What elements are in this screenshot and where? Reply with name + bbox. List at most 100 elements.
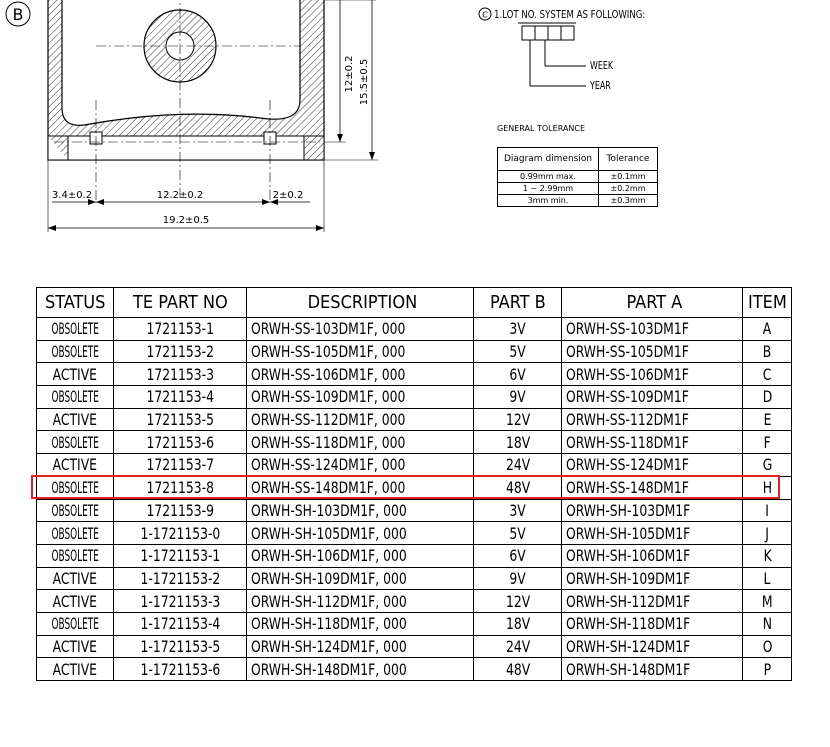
description-cell: ORWH-SS-109DM1F, 000	[246, 385, 475, 409]
mechanical-drawing: B 12±0.2 15.5±0.5	[5, 0, 586, 232]
part-a-cell: ORWH-SS-106DM1F	[561, 362, 744, 387]
part-b-cell: 3V	[473, 498, 563, 523]
te-part-no-cell: 1721153-1	[113, 317, 248, 341]
dim-right-gap: 2±0.2	[273, 190, 304, 201]
status-cell: ACTIVE	[35, 634, 115, 659]
item-cell: L	[742, 566, 793, 591]
status-cell: OBSOLETE	[35, 543, 115, 568]
item-cell: E	[742, 407, 793, 432]
tolerance-cell: ±0.2mm	[598, 182, 658, 195]
part-a-cell: ORWH-SH-148DM1F	[561, 657, 744, 681]
relay-body	[47, 0, 325, 200]
item-cell: I	[742, 498, 793, 523]
description-cell: ORWH-SH-106DM1F, 000	[246, 543, 475, 568]
status-cell: ACTIVE	[35, 566, 115, 591]
part-b-cell: 5V	[473, 339, 563, 364]
status-cell: OBSOLETE	[35, 339, 115, 364]
description-cell: ORWH-SS-124DM1F, 000	[246, 453, 475, 477]
part-a-cell: ORWH-SS-109DM1F	[561, 385, 744, 409]
parts-table-header: STATUS TE PART NO DESCRIPTION PART B PAR…	[35, 287, 793, 318]
te-part-no-cell: 1721153-3	[113, 362, 248, 387]
tolerance-table: Diagram dimension Tolerance 0.99mm max. …	[497, 147, 658, 207]
general-tolerance-title: GENERAL TOLERANCE	[497, 124, 586, 133]
part-a-cell: ORWH-SS-103DM1F	[561, 317, 744, 341]
te-part-no-cell: 1721153-9	[113, 498, 248, 523]
status-cell: OBSOLETE	[35, 430, 115, 455]
tolerance-cell: ±0.1mm	[598, 170, 658, 183]
part-b-cell: 24V	[473, 453, 563, 477]
te-part-no-cell: 1721153-8	[113, 475, 248, 500]
description-cell: ORWH-SS-112DM1F, 000	[246, 407, 475, 432]
status-cell: OBSOLETE	[35, 475, 115, 500]
lot-note-graphic: C	[478, 7, 586, 87]
te-part-no-cell: 1-1721153-6	[113, 657, 248, 681]
part-a-cell: ORWH-SH-106DM1F	[561, 543, 744, 568]
tolerance-header-tolerance: Tolerance	[598, 147, 658, 171]
te-part-no-cell: 1-1721153-1	[113, 543, 248, 568]
te-part-no-cell: 1-1721153-5	[113, 634, 248, 659]
item-cell: H	[742, 475, 793, 500]
item-cell: G	[742, 453, 793, 477]
note-marker-label: C	[482, 11, 488, 20]
item-cell: P	[742, 657, 793, 681]
part-b-cell: 12V	[473, 407, 563, 432]
description-cell: ORWH-SS-148DM1F, 000	[246, 475, 475, 500]
description-cell: ORWH-SH-112DM1F, 000	[246, 589, 475, 613]
item-cell: K	[742, 543, 793, 568]
description-cell: ORWH-SH-109DM1F, 000	[246, 566, 475, 591]
part-a-cell: ORWH-SS-118DM1F	[561, 430, 744, 455]
te-part-no-cell: 1-1721153-3	[113, 589, 248, 613]
dim-overall-width: 19.2±0.5	[163, 215, 210, 226]
part-a-cell: ORWH-SH-103DM1F	[561, 498, 744, 523]
part-b-cell: 6V	[473, 543, 563, 568]
item-cell: D	[742, 385, 793, 409]
dim-inner-height: 12±0.2	[344, 55, 355, 92]
part-a-cell: ORWH-SS-124DM1F	[561, 453, 744, 477]
item-cell: F	[742, 430, 793, 455]
header-te-part-no: TE PART NO	[113, 287, 248, 318]
item-cell: O	[742, 634, 793, 659]
part-a-cell: ORWH-SS-112DM1F	[561, 407, 744, 432]
part-b-cell: 3V	[473, 317, 563, 341]
tolerance-cell: 1 ~ 2.99mm	[497, 182, 599, 195]
tolerance-cell: 3mm min.	[497, 194, 599, 207]
horizontal-dimensions: 3.4±0.2 12.2±0.2 2±0.2 19.2±0.5	[47, 160, 325, 232]
status-cell: OBSOLETE	[35, 498, 115, 523]
header-status: STATUS	[35, 287, 115, 318]
item-cell: N	[742, 611, 793, 636]
part-b-cell: 18V	[473, 430, 563, 455]
description-cell: ORWH-SH-103DM1F, 000	[246, 498, 475, 523]
description-cell: ORWH-SH-118DM1F, 000	[246, 611, 475, 636]
view-marker-label: B	[13, 5, 24, 24]
part-b-cell: 18V	[473, 611, 563, 636]
vertical-dimensions: 12±0.2 15.5±0.5	[324, 0, 378, 161]
description-cell: ORWH-SS-105DM1F, 000	[246, 339, 475, 364]
part-b-cell: 6V	[473, 362, 563, 387]
status-cell: ACTIVE	[35, 589, 115, 613]
part-b-cell: 9V	[473, 385, 563, 409]
part-b-cell: 9V	[473, 566, 563, 591]
te-part-no-cell: 1721153-6	[113, 430, 248, 455]
te-part-no-cell: 1721153-2	[113, 339, 248, 364]
status-cell: OBSOLETE	[35, 385, 115, 409]
header-description: DESCRIPTION	[246, 287, 475, 318]
status-cell: OBSOLETE	[35, 611, 115, 636]
tolerance-cell: ±0.3mm	[598, 194, 658, 207]
part-b-cell: 48V	[473, 657, 563, 681]
description-cell: ORWH-SH-148DM1F, 000	[246, 657, 475, 681]
description-cell: ORWH-SS-118DM1F, 000	[246, 430, 475, 455]
item-cell: B	[742, 339, 793, 364]
